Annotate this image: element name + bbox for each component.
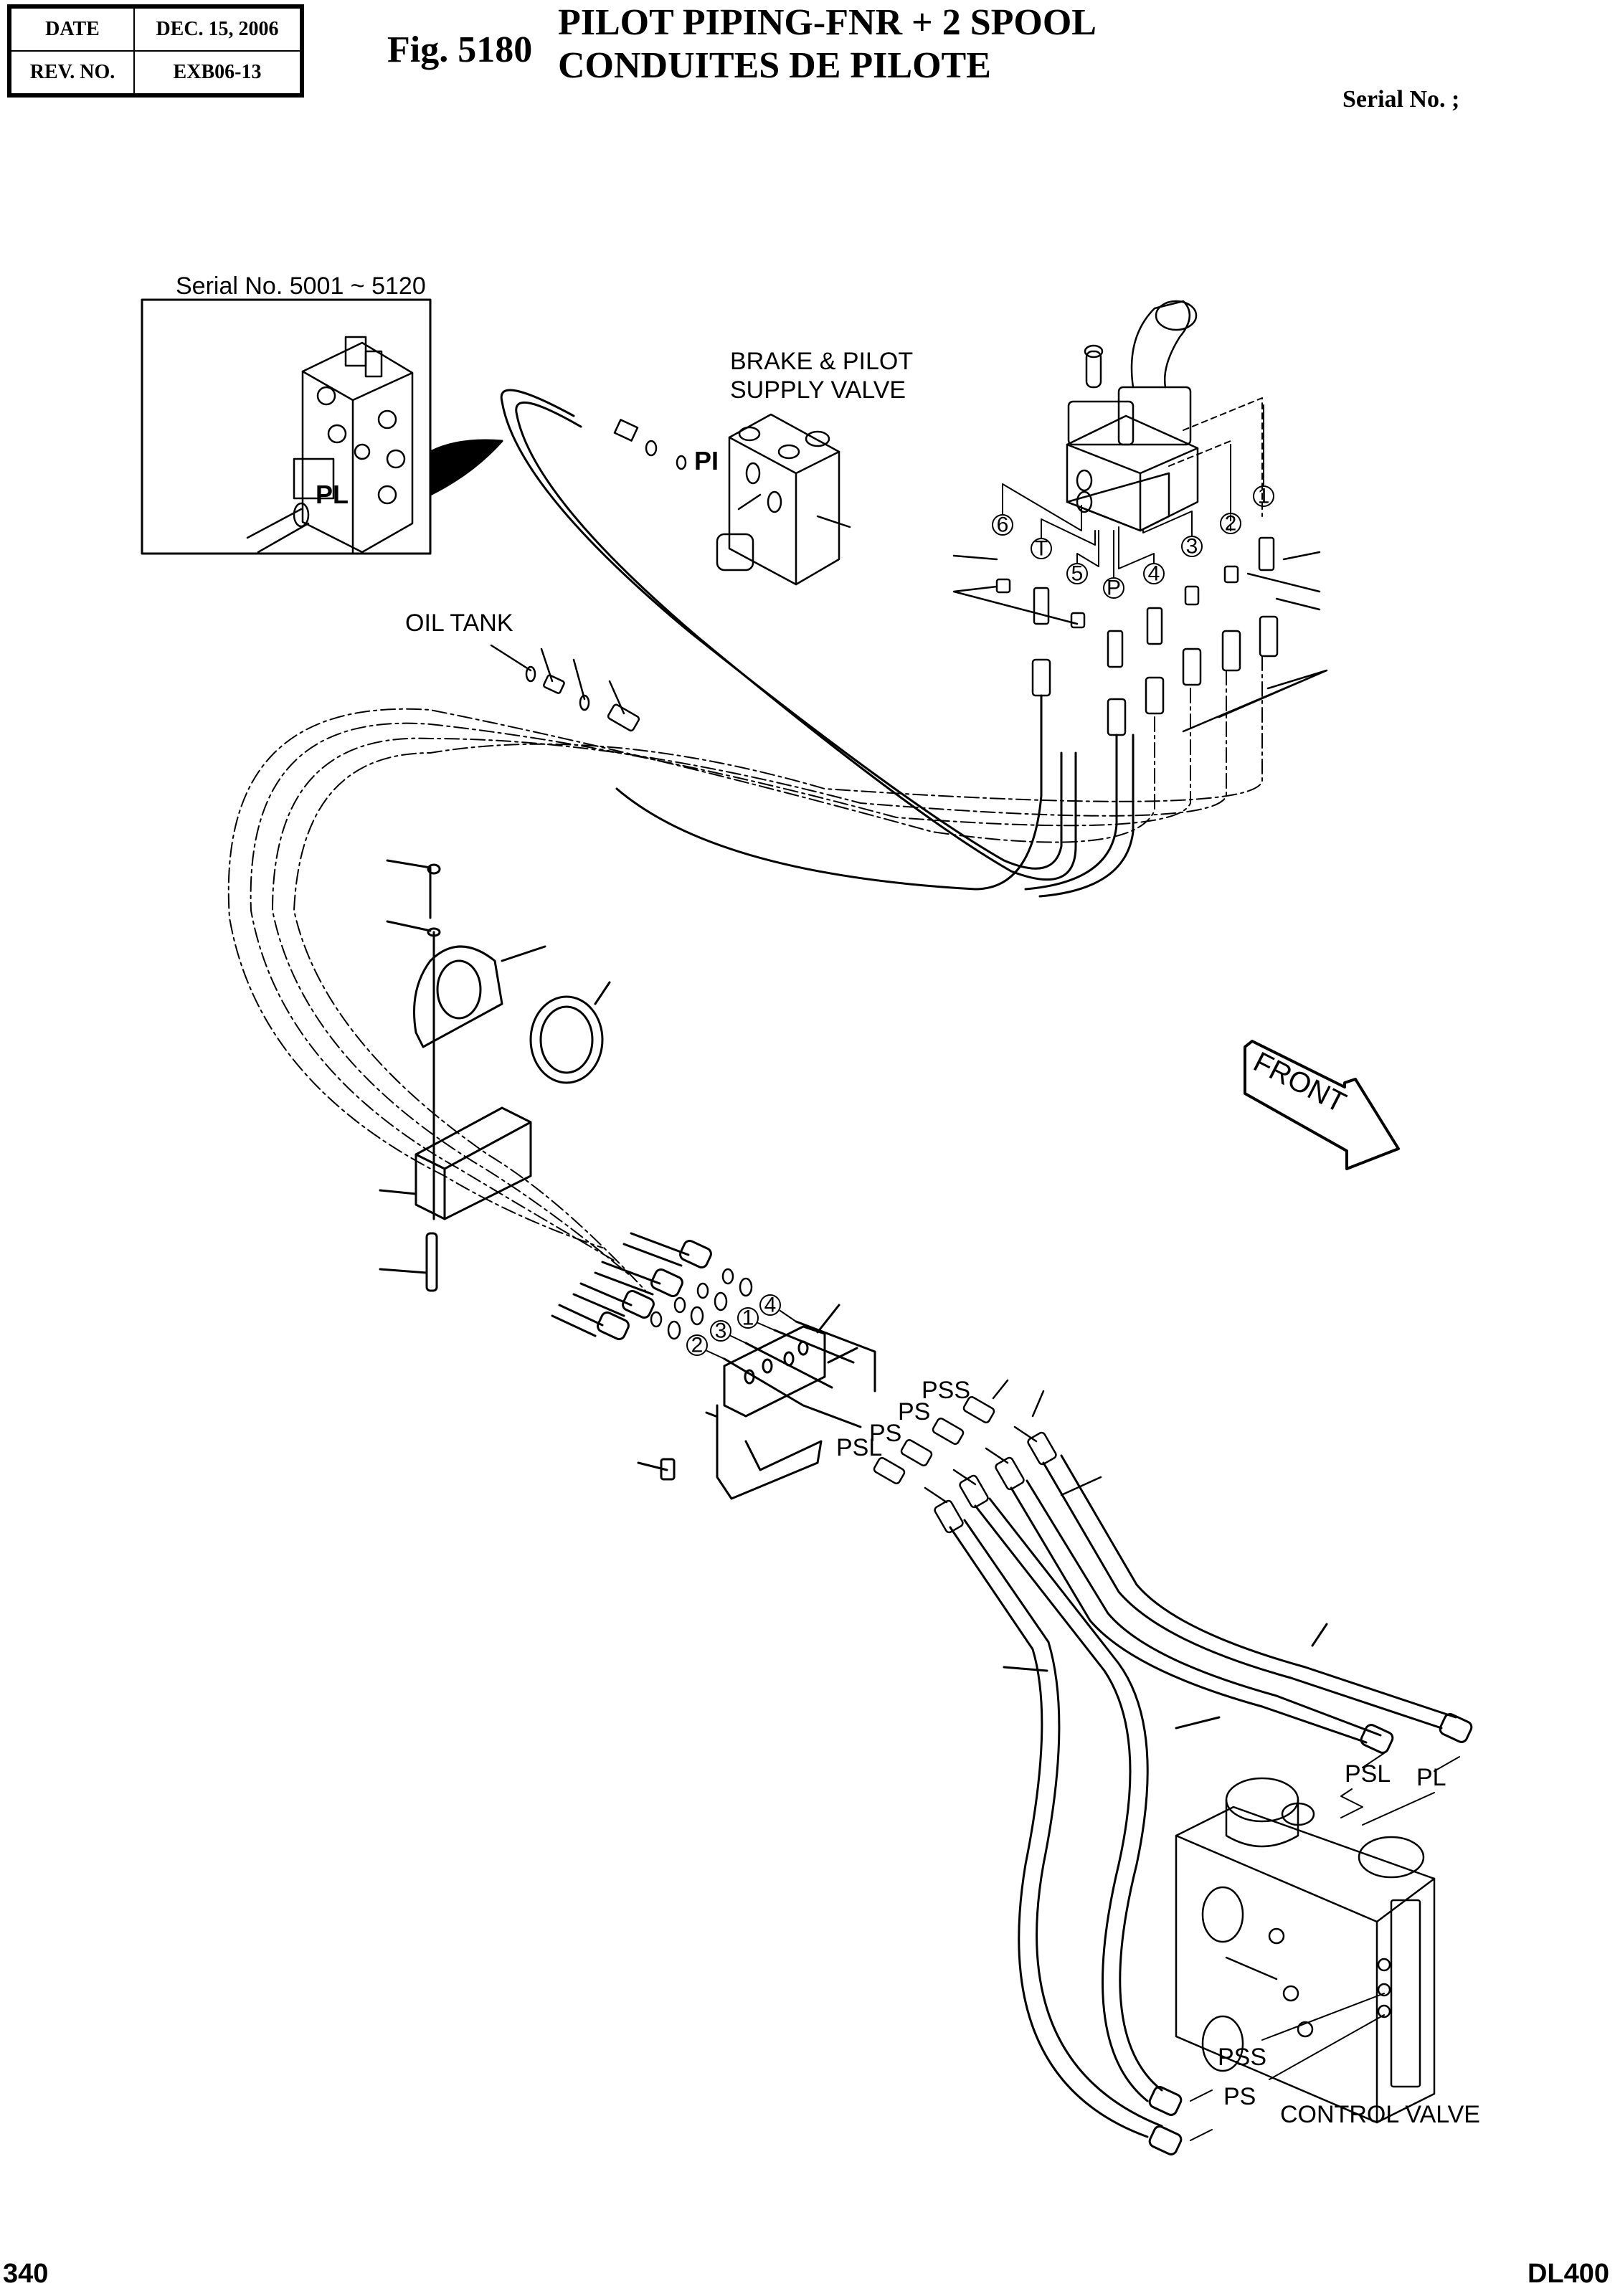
tag-ps-1: PS [898,1398,930,1425]
mounting-bracket-assembly [379,859,611,1292]
title-french: CONDUITES DE PILOTE [558,45,991,86]
dashed-hose-routing [227,655,1263,1291]
svg-text:2: 2 [1225,512,1237,536]
joystick-hoses [615,694,1135,898]
inset-valve-block [246,336,414,554]
bracket-port-callouts: 4 1 3 2 [686,1294,797,1360]
front-label: FRONT [1249,1046,1351,1119]
svg-text:4: 4 [1148,562,1160,586]
revision-table: DATE DEC. 15, 2006 REV. NO. EXB06-13 [7,4,304,98]
hose-plate-bracket [637,1304,876,1500]
hose-brake-supply [500,389,1077,881]
bracket-port-2: 2 [686,1334,708,1357]
mid-line-tags: PSS PS PS PSL [836,1377,970,1461]
svg-text:3: 3 [715,1319,727,1343]
date-label: DATE [9,6,135,52]
cv-tag-ps: PS [1223,2083,1256,2110]
port-4: 4 [1143,562,1165,586]
inset-serial-range: Serial No. 5001 ~ 5120 PL [141,272,503,555]
model-code: DL400 [1527,2259,1609,2289]
svg-text:2: 2 [691,1334,704,1357]
svg-text:P: P [1107,577,1121,600]
title-english: PILOT PIPING-FNR + 2 SPOOL [558,2,1097,43]
brake-pilot-supply-valve: BRAKE & PILOT SUPPLY VALVE PI [613,348,913,586]
port-6: 6 [992,513,1013,537]
joystick-port-callouts: 6 T 5 P 4 3 2 1 [992,404,1274,600]
port-5: 5 [1066,562,1088,586]
front-direction-arrow: FRONT [1244,1040,1400,1170]
bracket-port-1: 1 [737,1306,759,1330]
oil-tank-connection: OIL TANK [405,609,640,732]
inset-frame [141,298,432,555]
pilot-joystick-valve [1066,300,1263,532]
bracket-port-3: 3 [710,1319,731,1343]
date-value: DEC. 15, 2006 [133,6,303,52]
svg-text:1: 1 [742,1306,754,1330]
rev-label: REV. NO. [9,50,135,96]
oil-tank-label: OIL TANK [405,609,513,637]
control-valve-label: CONTROL VALVE [1280,2101,1480,2128]
svg-text:6: 6 [997,513,1009,537]
brake-valve-label-2: SUPPLY VALVE [730,376,906,404]
port-t: T [1031,537,1052,561]
tag-pss: PSS [922,1377,970,1404]
tag-ps-2: PS [869,1420,901,1447]
cv-tag-pss: PSS [1218,2044,1266,2071]
control-valve-hoses [949,1454,1473,2155]
control-valve-body [1175,1777,1436,2124]
page-number: 340 [3,2259,49,2289]
brake-fitting-set [613,419,687,470]
hose-ends-joystick [1031,615,1279,736]
inset-caption: Serial No. 5001 ~ 5120 [176,272,426,300]
svg-text:3: 3 [1186,535,1198,559]
tag-psl: PSL [836,1434,882,1461]
svg-text:5: 5 [1071,562,1084,586]
serial-number-label: Serial No. ; [1342,86,1460,113]
svg-text:1: 1 [1258,485,1270,508]
joystick-fittings [952,536,1328,736]
figure-number: Fig. 5180 [387,29,533,70]
port-3: 3 [1181,535,1203,559]
inset-callout-arrow [429,439,503,496]
port-2: 2 [1220,512,1241,536]
brake-port-pi: PI [694,446,719,475]
rev-value: EXB06-13 [133,50,303,96]
control-valve-port-tags: PSL PL PSS PS CONTROL VALVE [1190,1752,1480,2141]
cv-tag-pl: PL [1416,1764,1446,1791]
inset-port-pl: PL [316,480,349,509]
brake-valve-label-1: BRAKE & PILOT [730,348,913,375]
svg-text:T: T [1035,537,1048,561]
port-1: 1 [1253,485,1274,508]
port-p: P [1103,577,1124,600]
bracket-port-4: 4 [759,1294,781,1317]
svg-text:4: 4 [764,1294,777,1317]
mid-fittings [873,1379,1102,1534]
bracket-hose-ends [551,1232,753,1341]
